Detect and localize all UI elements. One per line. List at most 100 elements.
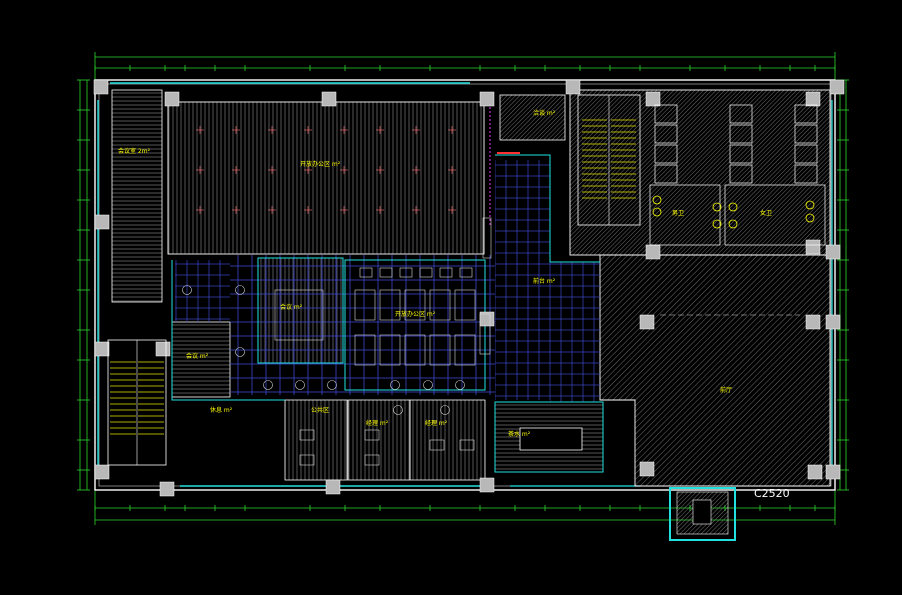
column — [805, 239, 821, 255]
desk — [454, 289, 476, 321]
sink-fixture — [728, 219, 738, 229]
sink-fixture — [805, 200, 815, 210]
room-label-r14: 男卫 — [672, 210, 684, 217]
toilet-stall — [654, 104, 678, 124]
sheet-code: C2520 — [754, 487, 790, 500]
column — [164, 91, 180, 107]
room-label-r9: 经理 m² — [425, 419, 448, 427]
stool — [440, 405, 450, 415]
column — [565, 79, 581, 95]
column — [159, 481, 175, 497]
column — [325, 479, 341, 495]
column — [155, 341, 171, 357]
room-label-r13: 公共区 — [311, 406, 329, 414]
desk — [454, 334, 476, 366]
conference-table — [519, 427, 583, 451]
sink-fixture — [712, 219, 722, 229]
ceiling-lights — [196, 126, 456, 214]
sink-fixture — [712, 202, 722, 212]
toilet-stall — [729, 144, 753, 164]
column — [825, 314, 841, 330]
desk — [354, 334, 376, 366]
toilet-stall — [794, 144, 818, 164]
room-label-r7: 休息 m² — [210, 406, 233, 414]
room-label-r8: 经理 m² — [366, 419, 389, 427]
stool — [327, 380, 337, 390]
sink-fixture — [652, 195, 662, 205]
desk — [404, 334, 426, 366]
toilet-stall — [654, 124, 678, 144]
toilet-stall — [729, 164, 753, 184]
washroom-fixtures — [652, 195, 815, 229]
stool — [263, 380, 273, 390]
column — [645, 244, 661, 260]
desk — [429, 334, 451, 366]
column — [94, 341, 110, 357]
desk — [429, 289, 451, 321]
elevator-shaft — [669, 487, 736, 541]
stairs-right — [577, 94, 641, 226]
chair — [439, 267, 453, 278]
stool — [235, 347, 245, 357]
room-labels: 会议室 2m² 开放办公区 m² 洽谈 m² 会议 m² 会议 m² 开放办公区… — [118, 109, 772, 438]
desk — [354, 289, 376, 321]
office-chair — [299, 454, 315, 466]
room-label-r6: 开放办公区 m² — [395, 310, 436, 318]
column — [93, 79, 109, 95]
stool — [182, 285, 192, 295]
room-label-r5: 会议 m² — [186, 352, 209, 360]
stool — [390, 380, 400, 390]
sink-fixture — [652, 207, 662, 217]
desk — [379, 334, 401, 366]
stairs-left — [107, 339, 167, 466]
room-label-r11: 茶水 m² — [508, 430, 531, 438]
column — [639, 461, 655, 477]
toilet-stall — [654, 144, 678, 164]
cabinet — [482, 217, 492, 259]
chair — [399, 267, 413, 278]
column — [807, 464, 823, 480]
column — [825, 464, 841, 480]
reception-desk — [479, 313, 491, 355]
office-chair — [459, 439, 475, 451]
chair — [359, 267, 373, 278]
washroom-block — [649, 184, 721, 246]
stool — [455, 380, 465, 390]
office-chair — [364, 429, 380, 441]
chair — [419, 267, 433, 278]
room-label-r4: 会议 m² — [280, 303, 303, 311]
room-label-r2: 开放办公区 m² — [300, 160, 341, 168]
room-label-r1: 会议室 2m² — [118, 147, 151, 155]
hatched-areas — [111, 89, 831, 487]
structural-columns — [93, 79, 845, 497]
toilet-stalls — [649, 104, 826, 246]
stool — [295, 380, 305, 390]
sink-fixture — [728, 202, 738, 212]
furniture — [182, 217, 800, 466]
room-label-r12: 前厅 — [720, 386, 732, 394]
column — [479, 477, 495, 493]
column — [94, 464, 110, 480]
column — [825, 244, 841, 260]
column — [829, 79, 845, 95]
floor-grid — [175, 160, 600, 402]
desk — [404, 289, 426, 321]
room-label-r10: 前台 m² — [533, 277, 556, 285]
stool — [393, 405, 403, 415]
office-chair — [364, 454, 380, 466]
chair — [379, 267, 393, 278]
toilet-stall — [729, 104, 753, 124]
chair — [459, 267, 473, 278]
room-label-r3: 洽谈 m² — [533, 109, 556, 117]
column — [645, 91, 661, 107]
sink-fixture — [805, 213, 815, 223]
toilet-stall — [729, 124, 753, 144]
desk — [379, 289, 401, 321]
toilet-stall — [794, 104, 818, 124]
toilet-stall — [794, 164, 818, 184]
column — [321, 91, 337, 107]
office-chair — [429, 439, 445, 451]
office-chair — [299, 429, 315, 441]
toilet-stall — [794, 124, 818, 144]
